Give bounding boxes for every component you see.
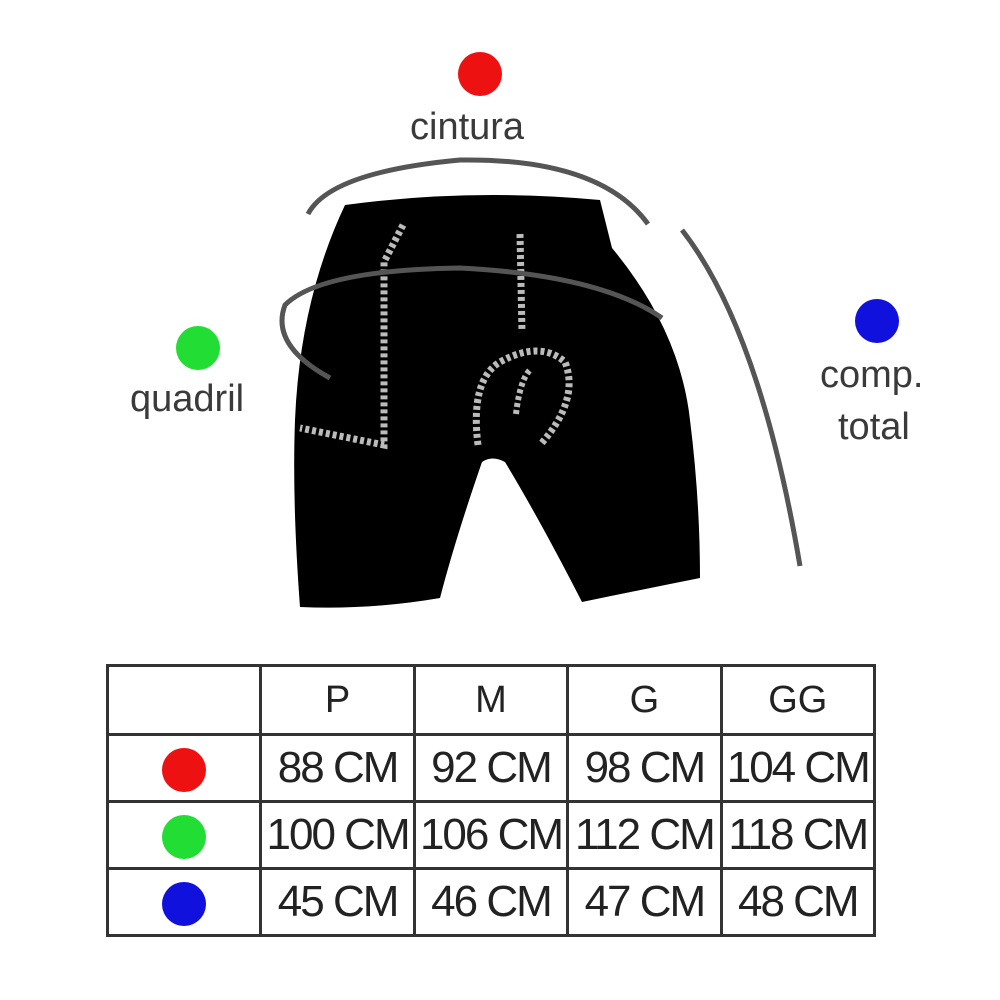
table-row-hip: 100 CM 106 CM 112 CM 118 CM [105,800,877,870]
table-cell: 48 CM [719,867,877,937]
waist-label: cintura [410,106,525,148]
hip-curve [279,265,664,381]
table-cell: 112 CM [566,800,723,870]
table-cell: 92 CM [412,733,570,803]
table-cell: 106 CM [412,800,570,870]
row-key [105,867,263,937]
table-cell: 104 CM [719,733,877,803]
table-row-length: 45 CM 46 CM 47 CM 48 CM [105,867,877,937]
seam-pad [472,347,573,448]
waist-dot [458,52,502,96]
header-size: P [259,664,416,736]
table-header-row: P M G GG [105,664,877,736]
hip-dot [162,815,207,860]
seam-pad-inner [513,367,533,415]
length-label-line2: total [838,406,910,448]
header-size: GG [719,664,877,736]
row-key [105,733,263,803]
table-cell: 46 CM [412,867,570,937]
hip-label: quadril [130,378,245,420]
row-key [105,800,263,870]
table-row-waist: 88 CM 92 CM 98 CM 104 CM [105,733,877,803]
table-cell: 88 CM [259,733,416,803]
hip-dot [176,326,220,370]
table-cell: 47 CM [566,867,723,937]
length-dot [162,882,207,927]
seam-left [299,223,407,450]
table-cell: 100 CM [259,800,416,870]
header-empty [105,664,263,736]
table-cell: 118 CM [719,800,877,870]
header-size: G [566,664,723,736]
length-label-line1: comp. [820,354,924,396]
waist-arc [305,157,651,226]
header-size: M [412,664,570,736]
seam-center [516,233,526,333]
shorts-diagram [279,157,803,608]
waist-dot [162,748,207,793]
length-dot [855,299,899,343]
shorts-silhouette [294,195,700,608]
table-cell: 45 CM [259,867,416,937]
table-cell: 98 CM [566,733,723,803]
size-table: P M G GG 88 CM 92 CM 98 CM 104 CM 100 CM… [105,664,877,937]
length-curve [680,228,803,567]
